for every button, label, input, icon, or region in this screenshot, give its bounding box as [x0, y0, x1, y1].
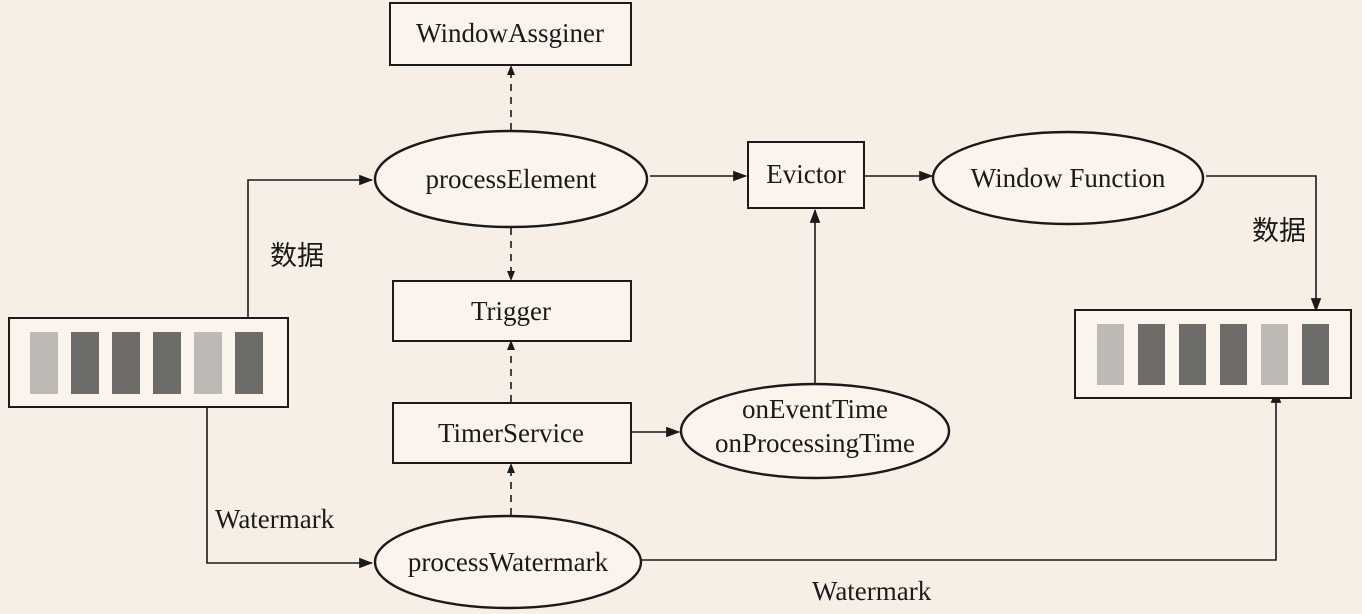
- input-queue-cell-1: [30, 332, 58, 394]
- output-queue: [1074, 309, 1352, 399]
- data-out-label: 数据: [1252, 216, 1306, 246]
- trigger-label: Trigger: [471, 296, 551, 326]
- output-queue-cell-2: [1138, 324, 1165, 385]
- window-function-node: Window Function: [931, 130, 1205, 226]
- trigger-node: Trigger: [392, 280, 632, 342]
- process-element-label: processElement: [426, 164, 597, 194]
- timer-service-label: TimerService: [438, 418, 584, 448]
- edge-data-out: [1206, 175, 1322, 313]
- data-in-label: 数据: [270, 241, 324, 271]
- input-queue-cell-4: [153, 332, 181, 394]
- edge-watermark-out: [642, 388, 1282, 561]
- process-watermark-label: processWatermark: [408, 547, 609, 577]
- watermark-out-label: Watermark: [812, 576, 932, 606]
- process-element-node: processElement: [373, 129, 649, 229]
- timer-service-node: TimerService: [392, 402, 632, 464]
- window-assigner-label: WindowAssginer: [416, 18, 604, 48]
- window-assigner-node: WindowAssginer: [389, 2, 632, 66]
- input-queue: [8, 317, 289, 408]
- on-event-time-label: onEventTime: [742, 394, 888, 424]
- evictor-label: Evictor: [766, 159, 845, 189]
- input-queue-cell-5: [194, 332, 222, 394]
- watermark-in-label: Watermark: [215, 504, 335, 534]
- evictor-node: Evictor: [747, 141, 865, 209]
- input-queue-cell-6: [235, 332, 263, 394]
- window-function-label: Window Function: [971, 163, 1166, 193]
- output-queue-cells: [1097, 324, 1329, 385]
- on-processing-time-label: onProcessingTime: [715, 428, 915, 458]
- input-queue-cells: [30, 332, 263, 394]
- input-queue-cell-3: [112, 332, 140, 394]
- output-queue-cell-3: [1179, 324, 1206, 385]
- process-watermark-node: processWatermark: [373, 514, 643, 610]
- output-queue-cell-1: [1097, 324, 1124, 385]
- output-queue-cell-6: [1302, 324, 1329, 385]
- output-queue-cell-5: [1261, 324, 1288, 385]
- edge-data-in: [247, 174, 374, 333]
- edge-watermark-in: [206, 393, 374, 569]
- timer-callbacks-node: onEventTime onProcessingTime: [679, 382, 951, 480]
- input-queue-cell-2: [71, 332, 99, 394]
- output-queue-cell-4: [1220, 324, 1247, 385]
